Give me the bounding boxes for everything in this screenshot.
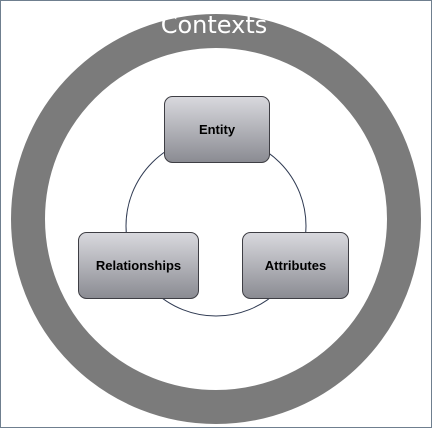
entity-label: Entity [199,122,236,137]
relationships-box [78,232,199,299]
attributes-label: Attributes [265,258,326,273]
attributes-box [242,232,349,299]
contexts-ring [11,14,421,424]
relationships-node: Relationships [78,232,199,299]
contexts-label: Contexts [161,11,268,39]
entity-box [164,96,270,163]
relationships-label: Relationships [96,258,181,273]
entity-node: Entity [164,96,270,163]
attributes-node: Attributes [242,232,349,299]
